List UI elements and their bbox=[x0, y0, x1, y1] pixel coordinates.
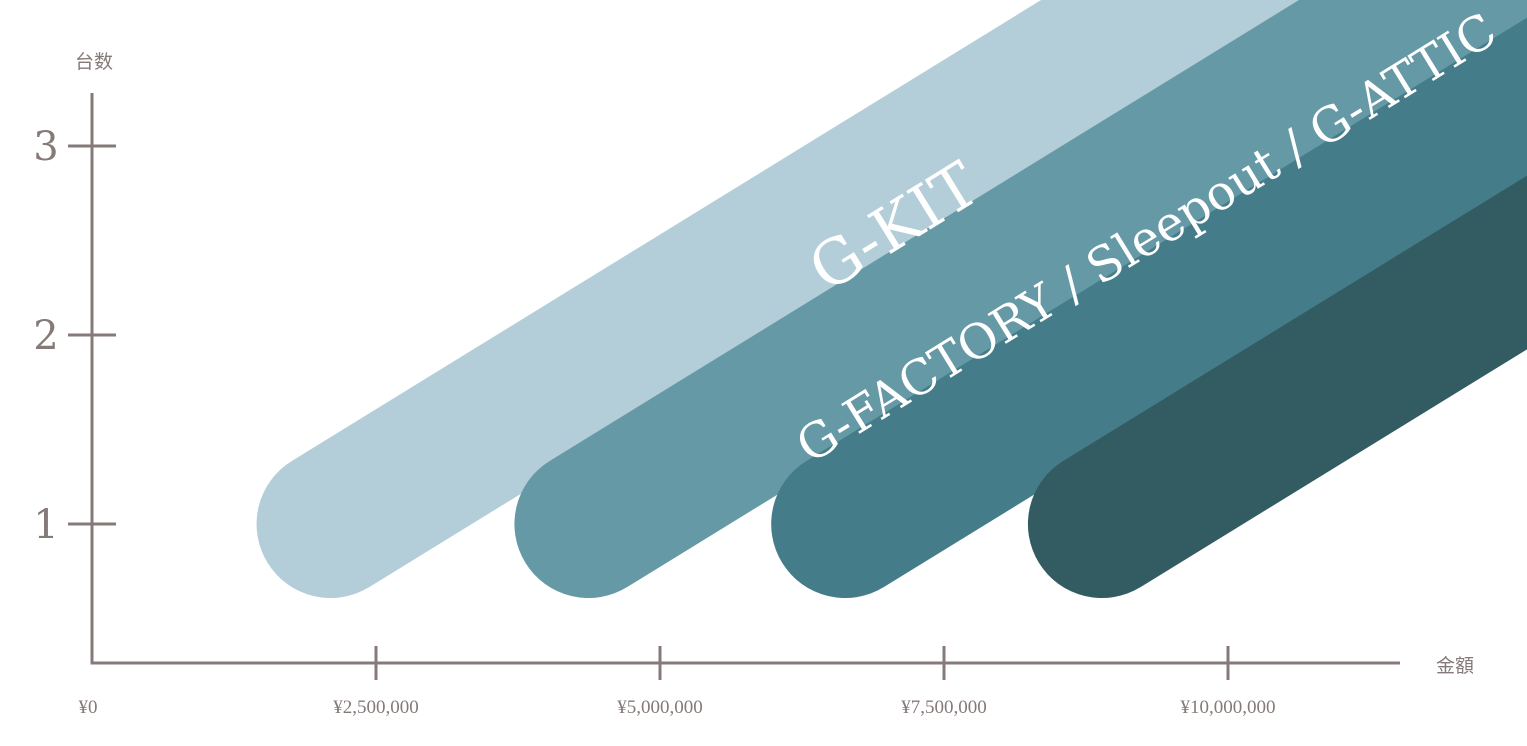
axes-group: 台数 金額 1 2 3 ¥0 ¥2,500,000 ¥5,000,000 ¥7,500,0… bbox=[33, 51, 1474, 718]
x-ticks-group: ¥0 ¥2,500,000 ¥5,000,000 ¥7,500,000 ¥10,000,… bbox=[79, 646, 1276, 718]
y-ticks-group: 1 2 3 bbox=[33, 124, 116, 548]
x-axis-title: 金額 bbox=[1436, 655, 1474, 677]
x-tick-label: ¥2,500,000 bbox=[333, 697, 419, 718]
y-tick-label: 3 bbox=[33, 124, 58, 170]
x-tick-label: ¥10,000,000 bbox=[1181, 697, 1276, 718]
x-tick-label: ¥0 bbox=[79, 697, 98, 718]
y-axis-title: 台数 bbox=[75, 51, 113, 73]
x-tick-label: ¥7,500,000 bbox=[901, 697, 987, 718]
x-tick-label: ¥5,000,000 bbox=[617, 697, 703, 718]
bands-group bbox=[256, 0, 1527, 599]
y-tick-label: 1 bbox=[33, 502, 58, 548]
band-2 bbox=[514, 0, 1527, 598]
y-tick-label: 2 bbox=[33, 313, 58, 359]
band-3 bbox=[771, 0, 1527, 599]
band-1 bbox=[256, 0, 1527, 598]
band-4 bbox=[1027, 0, 1527, 598]
